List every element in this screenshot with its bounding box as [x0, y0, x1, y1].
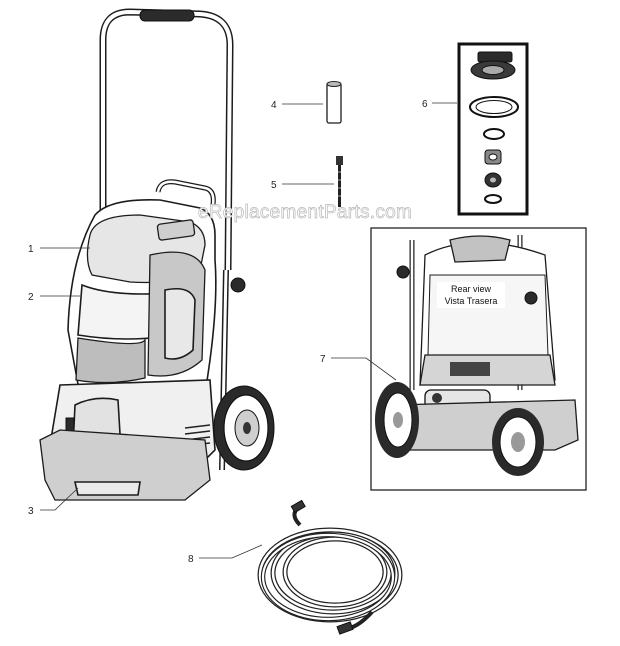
callout-8: 8 [188, 554, 194, 565]
rear-view-label: Rear view [451, 284, 492, 294]
callout-1: 1 [28, 244, 34, 255]
handle-grip [139, 9, 195, 22]
callout-5: 5 [271, 180, 277, 191]
part-6-fitting-kit [457, 42, 529, 216]
callout-leaders [40, 102, 457, 559]
callout-2: 2 [28, 292, 34, 303]
part-7-rear-view: Rear view Vista Trasera [370, 227, 587, 491]
callout-3: 3 [28, 506, 34, 517]
rear-view-label-spanish: Vista Trasera [445, 296, 498, 306]
pressure-washer-front-view [39, 8, 275, 501]
part-4-spacer [326, 81, 342, 124]
part-5-bolt [336, 156, 343, 207]
callout-7: 7 [320, 354, 326, 365]
part-8-hose [257, 499, 403, 635]
watermark-text: eReplacementParts.com [198, 202, 412, 223]
wheel [213, 385, 275, 471]
callout-6: 6 [422, 99, 428, 110]
callout-numbers: 1 2 3 4 5 6 7 8 [28, 99, 428, 565]
callout-4: 4 [271, 100, 277, 111]
frame-knob [230, 277, 246, 293]
